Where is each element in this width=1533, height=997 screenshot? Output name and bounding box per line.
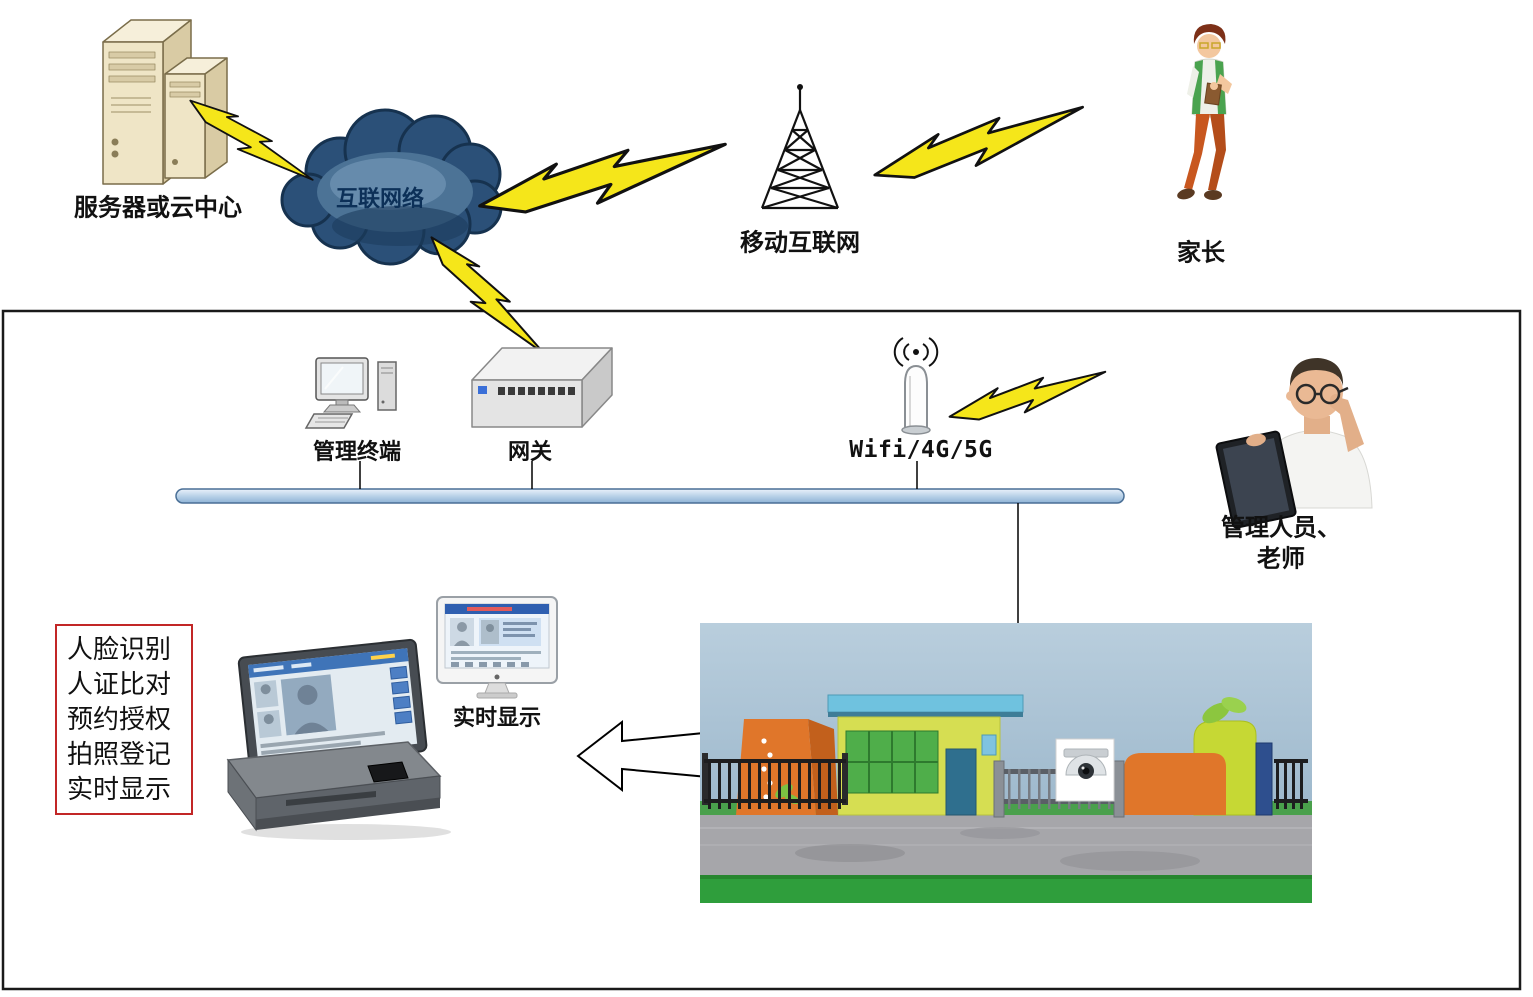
feature-item: 拍照登记 [67,740,172,769]
mobile-internet-label: 移动互联网 [740,230,860,257]
gateway-icon [471,347,613,428]
arrow-left [576,719,710,793]
cell-tower-icon [760,84,840,210]
monitor-image [436,596,558,699]
staff-label-line2: 老师 [1257,546,1305,573]
computer-icon [304,357,397,429]
parent-label: 家长 [1177,240,1225,267]
staff-label-line1: 管理人员、 [1221,515,1341,542]
feature-item: 预约授权 [67,705,172,734]
gate-scene-image [700,623,1312,903]
campus-section-box [1,309,1522,991]
feature-item: 实时显示 [67,775,172,804]
feature-box: 人脸识别 人证比对 预约授权 拍照登记 实时显示 [55,624,193,815]
staff-figure [1215,358,1373,529]
connector-lines [359,461,1019,624]
lightning-tower-parent [867,103,1091,185]
wifi-antenna-icon [893,337,939,435]
gateway-label: 网关 [507,439,553,464]
cloud-label: 互联网络 [335,186,425,211]
cloud-icon [280,108,503,266]
parent-figure [1177,24,1232,200]
display-label: 实时显示 [452,705,542,730]
id-terminal-image [226,638,451,840]
camera-icon [1055,738,1115,802]
server-label: 服务器或云中心 [74,195,242,222]
server-icon [102,19,228,185]
wifi-label: Wifi/4G/5G [849,437,993,463]
feature-item: 人证比对 [67,670,172,699]
lightning-wifi-staff [945,369,1111,425]
feature-item: 人脸识别 [67,635,172,664]
terminal-label: 管理终端 [312,439,402,464]
network-bus-bar [175,488,1125,504]
lightning-cloud-tower [474,140,732,218]
